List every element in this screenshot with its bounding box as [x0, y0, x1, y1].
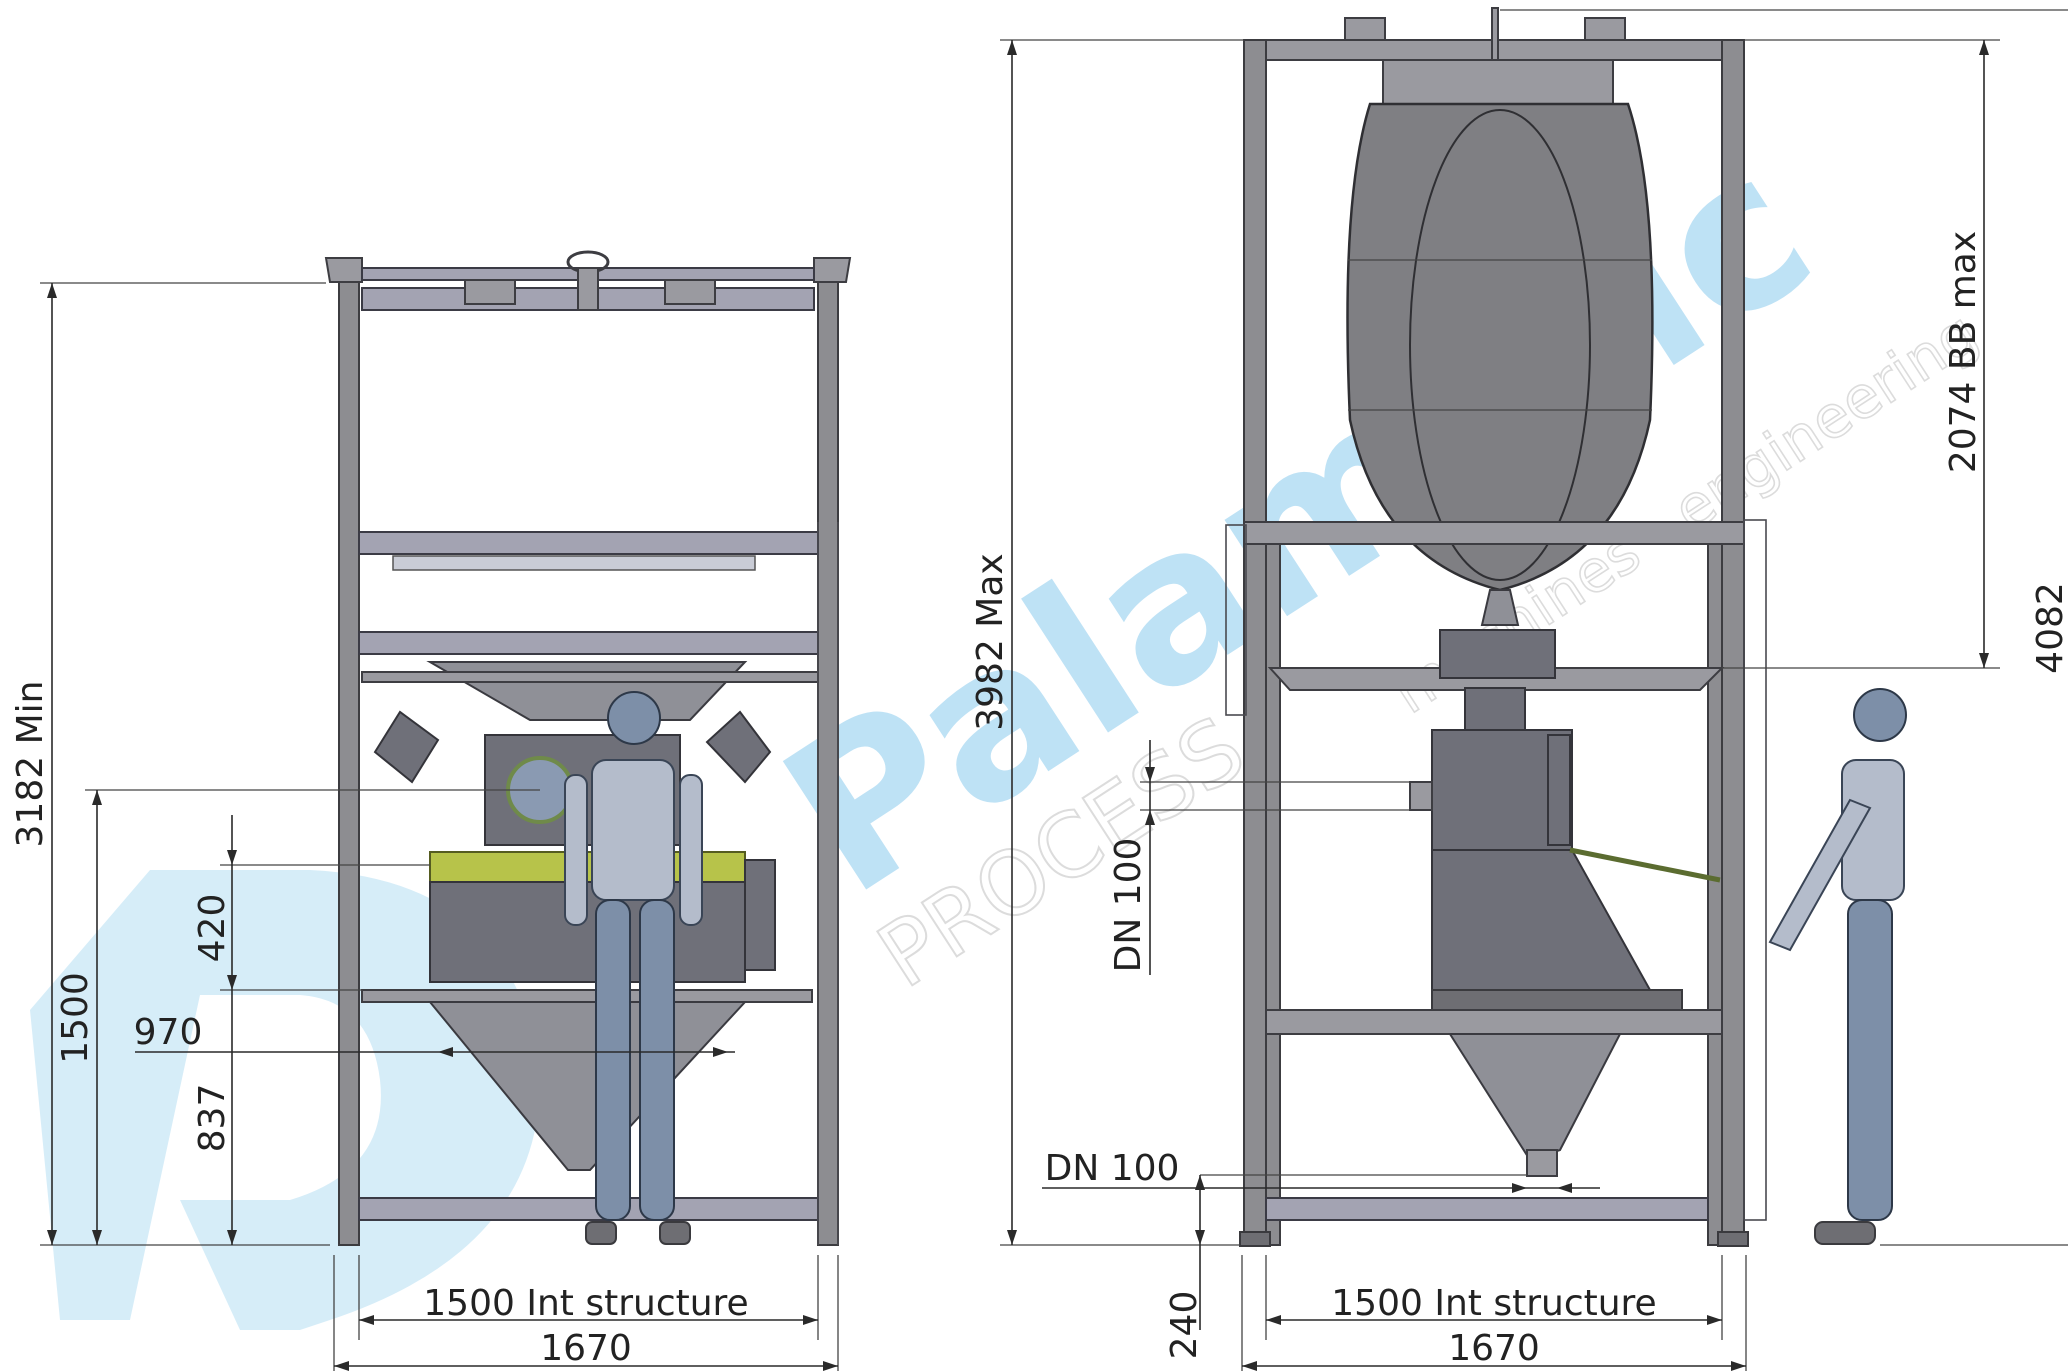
right-foot-left	[1239, 1231, 1271, 1247]
left-frame-column-left	[338, 274, 360, 1246]
right-top-lug-2	[1584, 17, 1626, 41]
left-frame-top-cap-right	[813, 257, 852, 283]
right-outlet	[1526, 1149, 1558, 1177]
right-view	[1225, 7, 1907, 1247]
right-machine-lower	[1431, 849, 1652, 991]
left-discharge-cone	[426, 661, 748, 721]
right-dim-outlet: DN 100	[1045, 1148, 1180, 1189]
left-valve-right	[705, 710, 772, 784]
right-column-right	[1721, 39, 1745, 1246]
right-column-inner-right	[1707, 527, 1723, 1246]
left-dim-lower-offset: 837	[192, 1084, 233, 1153]
left-top-clamp-2	[664, 279, 716, 305]
left-side-beam	[361, 671, 819, 683]
right-dim-inner-width: 1500 Int structure	[1331, 1283, 1656, 1324]
right-dim-foot-height: 240	[1164, 1291, 1205, 1360]
right-column-left	[1243, 39, 1267, 1246]
right-strut	[1569, 847, 1721, 883]
left-view	[324, 250, 852, 1246]
right-bag-spout	[1480, 589, 1520, 626]
right-bag-frame-beam	[1243, 521, 1745, 545]
right-foot-right	[1717, 1231, 1749, 1247]
left-dim-working-height: 1500	[55, 972, 96, 1064]
right-table	[1265, 1009, 1723, 1035]
left-mid-beam-2	[358, 631, 819, 655]
left-dimensions: 3182 Min 1500 420 837 970 1500 Int struc…	[10, 282, 839, 1371]
right-bottom-hopper	[1448, 1033, 1622, 1162]
right-inlet-port	[1409, 781, 1433, 811]
right-dim-overall-height: 3982 Max	[970, 553, 1011, 731]
right-top-lug-1	[1344, 17, 1386, 41]
left-top-clamp-1	[464, 279, 516, 305]
left-frame-top-cap	[324, 257, 363, 283]
right-column-inner-left	[1265, 527, 1281, 1246]
left-dim-overall-height: 3182 Min	[10, 681, 51, 848]
right-ladder-cage-left	[1225, 524, 1247, 716]
right-side-panel	[1547, 734, 1571, 846]
left-valve-left	[373, 710, 440, 784]
left-dim-upper-offset: 420	[192, 894, 233, 963]
right-bottom-beam	[1265, 1197, 1709, 1221]
right-operator-figure	[1768, 688, 1907, 1245]
left-dim-hopper-width: 970	[134, 1012, 203, 1053]
right-bag-panel	[1409, 109, 1591, 581]
left-lifting-hook	[577, 267, 599, 311]
right-discharge-head	[1439, 629, 1556, 679]
left-table	[361, 989, 813, 1003]
right-dim-outer-width: 1670	[1448, 1328, 1540, 1369]
right-dim-bag-height: 2074 BB max	[1943, 231, 1984, 473]
left-dim-outer-width: 1670	[540, 1328, 632, 1369]
right-dim-total-height: 4082	[2030, 582, 2068, 674]
left-ladder	[817, 522, 839, 1245]
right-big-bag	[1346, 102, 1654, 592]
left-mid-beam-1	[358, 531, 819, 555]
left-operator-figure	[564, 691, 703, 1245]
right-dimensions: 3982 Max 2074 BB max 4082 DN 100 DN 100 …	[970, 9, 2068, 1371]
left-motor	[744, 859, 776, 971]
left-frame-column-right	[817, 274, 839, 1246]
right-machine-base	[1431, 989, 1683, 1011]
left-bottom-beam	[358, 1197, 819, 1221]
right-bag-hanger	[1382, 59, 1614, 105]
right-dim-inlet: DN 100	[1108, 838, 1149, 973]
left-grate	[392, 555, 756, 571]
left-dim-inner-width: 1500 Int structure	[423, 1283, 748, 1324]
right-ladder-cage-right	[1743, 519, 1767, 1221]
